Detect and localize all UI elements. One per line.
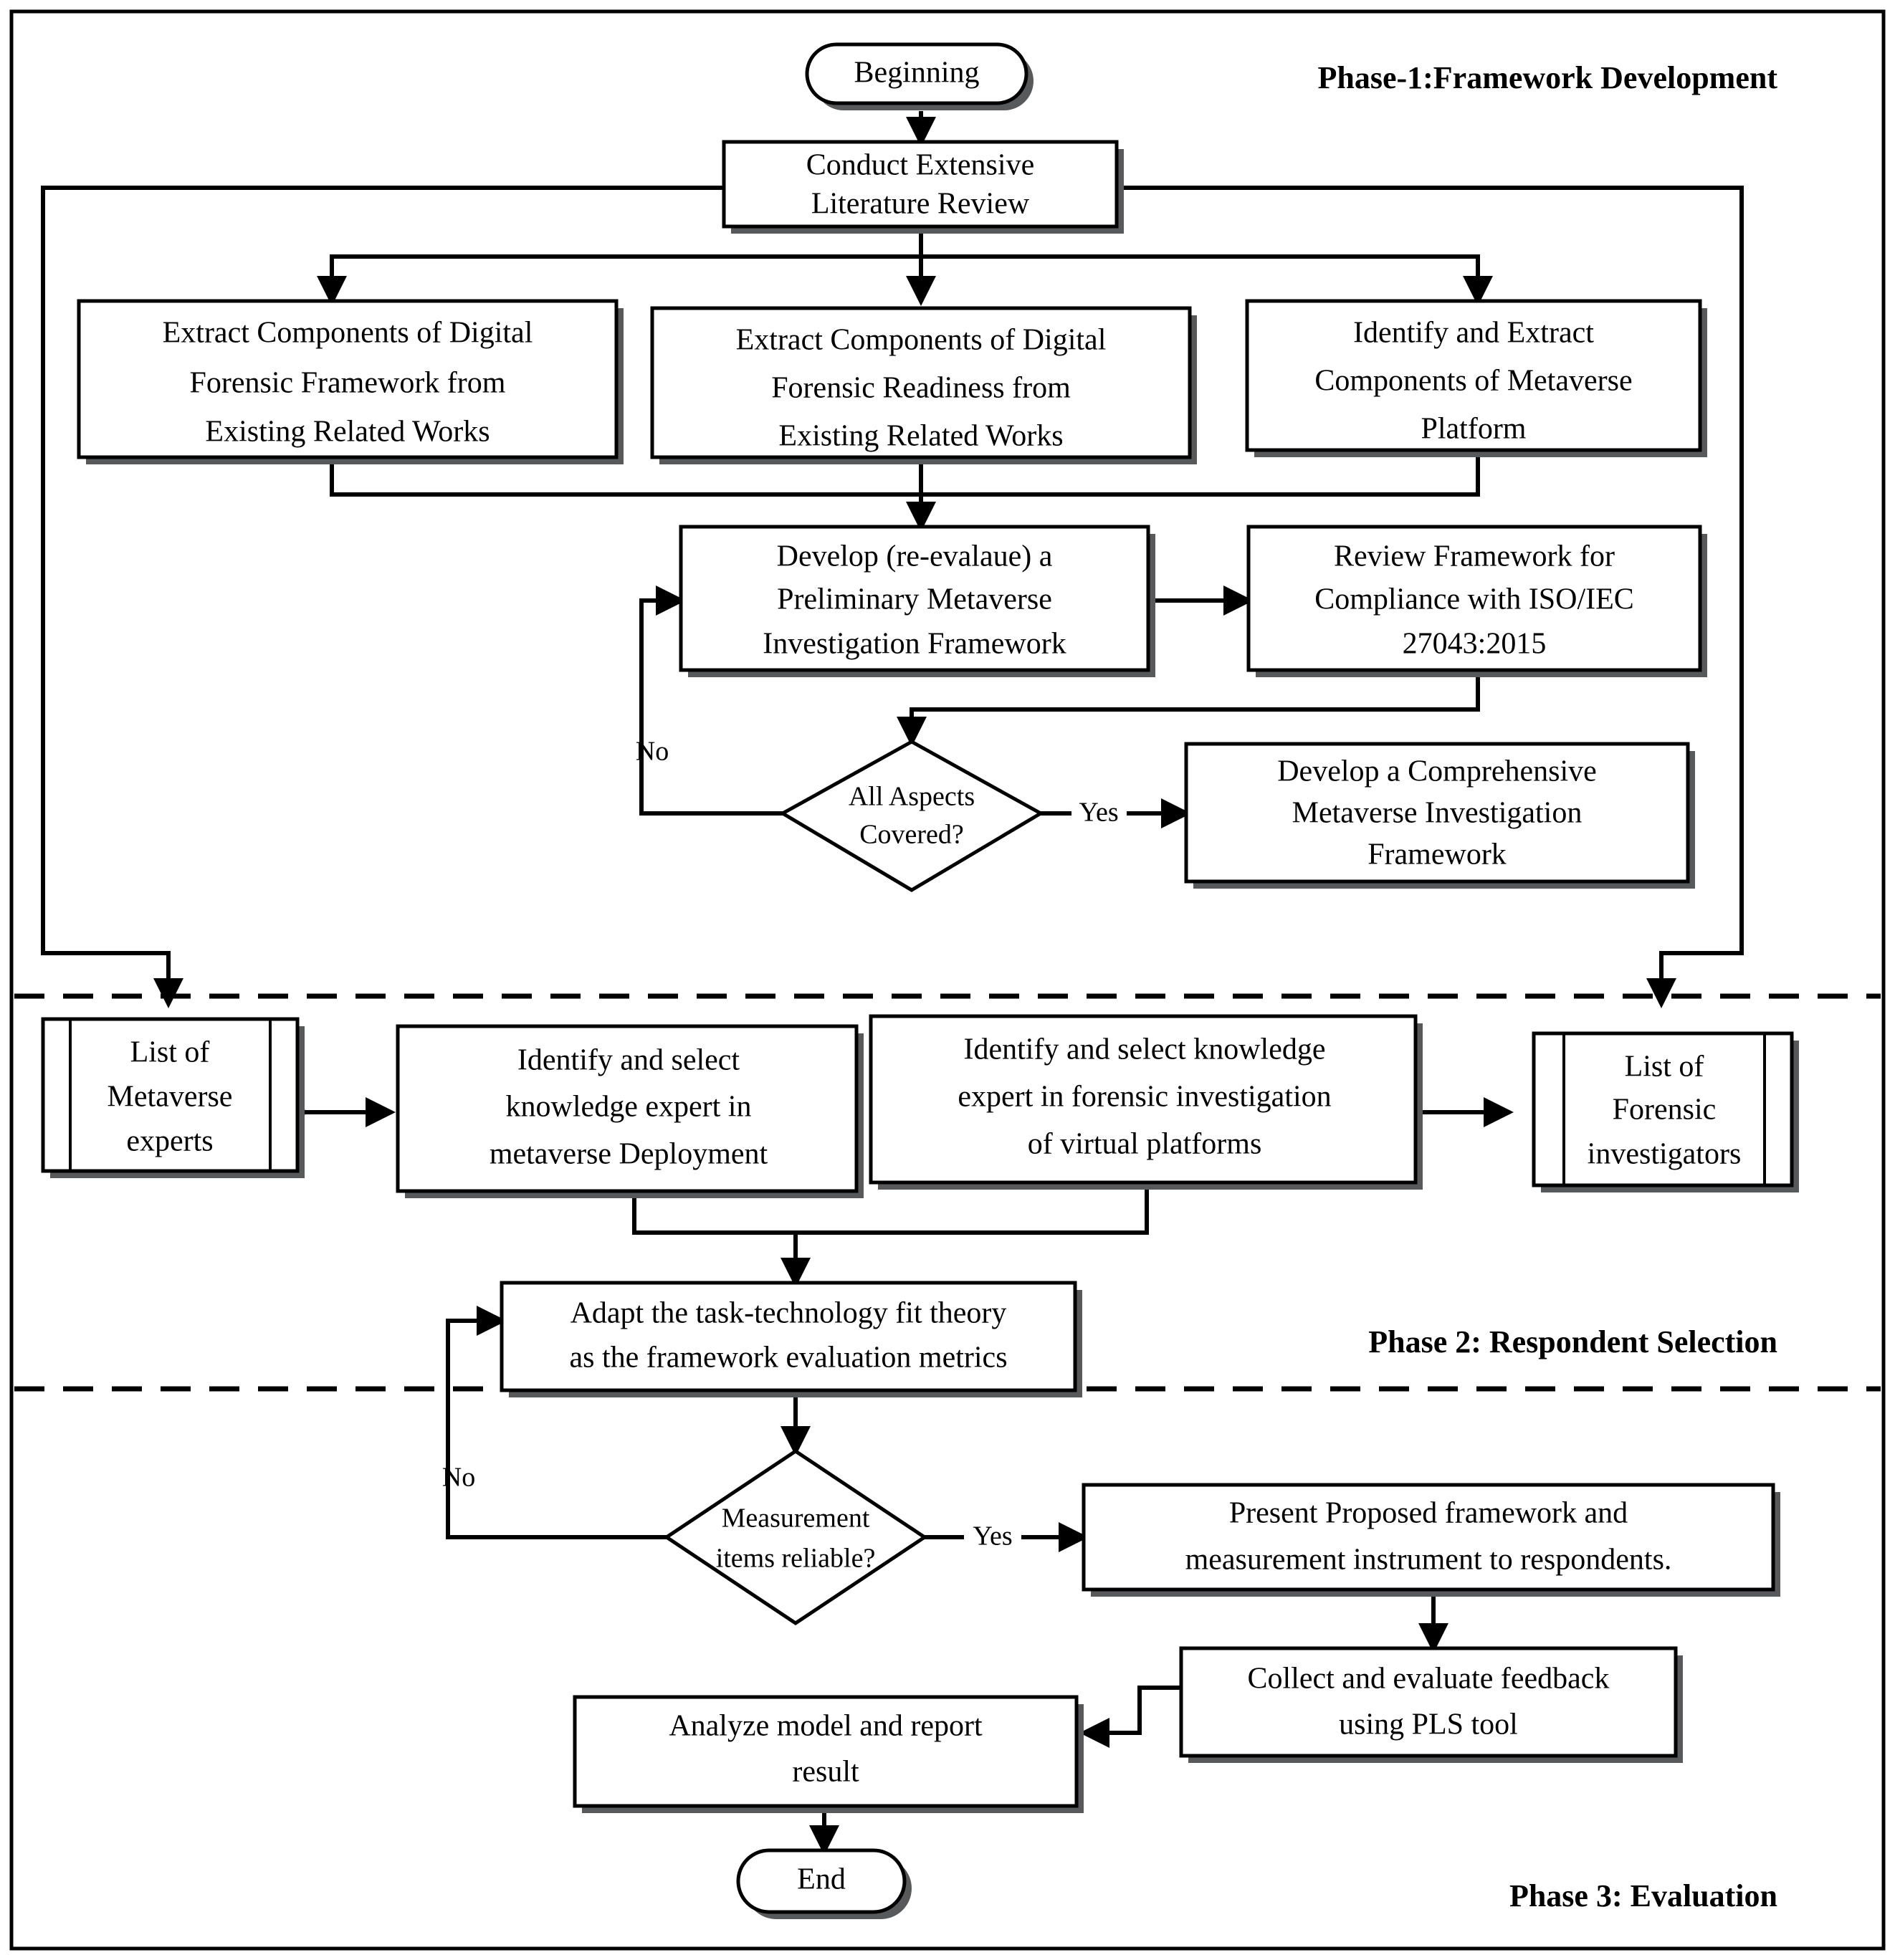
node-review-iso-line-3: 27043:2015: [1403, 628, 1547, 661]
node-develop-preliminary-framework[interactable]: Develop (re-evalaue) a Preliminary Metav…: [679, 525, 1155, 677]
node-list-forensic-investigators-line-3: investigators: [1588, 1138, 1742, 1171]
node-extract-metaverse-line-3: Platform: [1421, 413, 1527, 446]
node-analyze-line-2: result: [792, 1756, 859, 1789]
node-extract-metaverse-components[interactable]: Identify and Extract Components of Metav…: [1245, 299, 1707, 457]
node-measurement-reliable-decision[interactable]: Measurement items reliable?: [663, 1448, 928, 1626]
node-list-forensic-investigators[interactable]: List of Forensic investigators: [1532, 1031, 1799, 1192]
node-select-forensic-expert[interactable]: Identify and select knowledge expert in …: [869, 1014, 1423, 1190]
node-lit-review-line-1: Conduct Extensive: [806, 149, 1034, 182]
node-extract-df-line-3: Existing Related Works: [205, 416, 490, 449]
node-list-metaverse-experts-line-3: experts: [126, 1125, 213, 1158]
node-all-aspects-decision[interactable]: All Aspects Covered?: [778, 740, 1045, 892]
node-select-forensic-expert-line-1: Identify and select knowledge: [964, 1033, 1326, 1066]
node-develop-prelim-line-1: Develop (re-evalaue) a: [777, 540, 1053, 573]
node-select-meta-expert-line-2: knowledge expert in: [506, 1091, 752, 1124]
node-present-line-2: measurement instrument to respondents.: [1185, 1544, 1672, 1577]
node-extract-dfr-line-2: Forensic Readiness from: [771, 372, 1071, 405]
node-extract-digital-forensic-framework[interactable]: Extract Components of Digital Forensic F…: [77, 299, 624, 464]
phase-1-label: Phase-1:Framework Development: [1317, 60, 1777, 95]
edge-lit-review-to-extract-metaverse: [921, 254, 1493, 306]
node-select-metaverse-expert[interactable]: Identify and select knowledge expert in …: [396, 1024, 864, 1198]
node-collect-line-1: Collect and evaluate feedback: [1248, 1663, 1610, 1696]
node-end[interactable]: End: [736, 1848, 912, 1919]
edge-select-meta-expert-to-adapt-ttf: [632, 1198, 811, 1288]
edge-select-forensic-expert-to-adapt-ttf: [796, 1190, 1149, 1235]
edge-lit-review-left-rail-to-metaverse-experts: [41, 186, 724, 1008]
edge-all-aspects-no-loop: [639, 585, 783, 816]
node-list-metaverse-experts-line-1: List of: [130, 1036, 210, 1069]
node-develop-prelim-line-2: Preliminary Metaverse: [777, 583, 1052, 616]
node-collect-evaluate-feedback[interactable]: Collect and evaluate feedback using PLS …: [1179, 1646, 1683, 1763]
node-review-iso-compliance[interactable]: Review Framework for Compliance with ISO…: [1246, 525, 1707, 677]
node-select-forensic-expert-line-2: expert in forensic investigation: [958, 1081, 1331, 1114]
node-list-forensic-investigators-line-1: List of: [1625, 1051, 1704, 1084]
phase-2-label: Phase 2: Respondent Selection: [1368, 1324, 1777, 1359]
node-develop-comp-line-1: Develop a Comprehensive: [1277, 755, 1597, 788]
edge-lit-review-right-rail-to-forensic-investigators: [1118, 186, 1744, 1008]
node-end-label: End: [797, 1863, 846, 1896]
node-analyze-line-1: Analyze model and report: [669, 1710, 983, 1743]
node-extract-dfr-line-3: Existing Related Works: [778, 420, 1063, 453]
edge-collect-to-analyze: [1079, 1686, 1181, 1748]
node-measurement-line-2: items reliable?: [716, 1544, 876, 1574]
node-lit-review[interactable]: Conduct Extensive Literature Review: [722, 140, 1124, 234]
node-beginning-label: Beginning: [854, 57, 980, 90]
node-all-aspects-line-1: All Aspects: [849, 782, 975, 812]
node-extract-digital-forensic-readiness[interactable]: Extract Components of Digital Forensic R…: [650, 306, 1197, 464]
node-develop-prelim-line-3: Investigation Framework: [763, 628, 1066, 661]
edge-label-measurement-yes: Yes: [973, 1521, 1012, 1552]
edge-extract-df-to-develop-prelim: [330, 461, 936, 532]
node-develop-comp-line-3: Framework: [1367, 838, 1507, 871]
node-collect-line-2: using PLS tool: [1339, 1708, 1518, 1741]
node-review-iso-line-2: Compliance with ISO/IEC: [1314, 583, 1634, 616]
node-all-aspects-line-2: Covered?: [859, 820, 964, 850]
node-list-forensic-investigators-line-2: Forensic: [1613, 1094, 1717, 1127]
edge-review-iso-to-all-aspects: [897, 677, 1480, 747]
edge-label-all-aspects-no: No: [636, 737, 669, 767]
node-select-meta-expert-line-3: metaverse Deployment: [490, 1138, 768, 1171]
node-review-iso-line-1: Review Framework for: [1334, 540, 1615, 573]
node-beginning[interactable]: Beginning: [805, 42, 1034, 110]
node-lit-review-line-2: Literature Review: [811, 188, 1030, 221]
node-extract-dfr-line-1: Extract Components of Digital: [736, 324, 1107, 357]
node-list-metaverse-experts[interactable]: List of Metaverse experts: [41, 1017, 305, 1178]
node-extract-df-line-2: Forensic Framework from: [190, 367, 506, 400]
node-present-line-1: Present Proposed framework and: [1229, 1497, 1628, 1530]
node-develop-comp-line-2: Metaverse Investigation: [1292, 797, 1583, 830]
page-frame: [9, 9, 1886, 1951]
node-adapt-ttf-line-2: as the framework evaluation metrics: [569, 1342, 1007, 1375]
node-select-meta-expert-line-1: Identify and select: [517, 1044, 740, 1077]
node-extract-metaverse-line-2: Components of Metaverse: [1314, 365, 1632, 398]
node-adapt-ttf-line-1: Adapt the task-technology fit theory: [571, 1297, 1007, 1330]
edge-extract-metaverse-to-develop-prelim: [921, 456, 1480, 497]
edge-measurement-no-loop: [446, 1306, 667, 1539]
edge-label-measurement-no: No: [442, 1463, 475, 1493]
node-select-forensic-expert-line-3: of virtual platforms: [1028, 1128, 1262, 1161]
node-adapt-task-technology-fit[interactable]: Adapt the task-technology fit theory as …: [500, 1281, 1082, 1397]
node-analyze-model[interactable]: Analyze model and report result: [573, 1695, 1084, 1813]
node-extract-metaverse-line-1: Identify and Extract: [1353, 317, 1594, 350]
edge-label-all-aspects-yes: Yes: [1079, 798, 1118, 828]
node-develop-comprehensive-framework[interactable]: Develop a Comprehensive Metaverse Invest…: [1184, 742, 1695, 889]
node-measurement-line-1: Measurement: [722, 1504, 870, 1534]
node-list-metaverse-experts-line-2: Metaverse: [108, 1081, 233, 1114]
phase-3-label: Phase 3: Evaluation: [1509, 1878, 1777, 1913]
edge-lit-review-to-extract-df: [317, 254, 921, 306]
node-extract-df-line-1: Extract Components of Digital: [163, 317, 533, 350]
node-present-to-respondents[interactable]: Present Proposed framework and measureme…: [1082, 1483, 1780, 1597]
